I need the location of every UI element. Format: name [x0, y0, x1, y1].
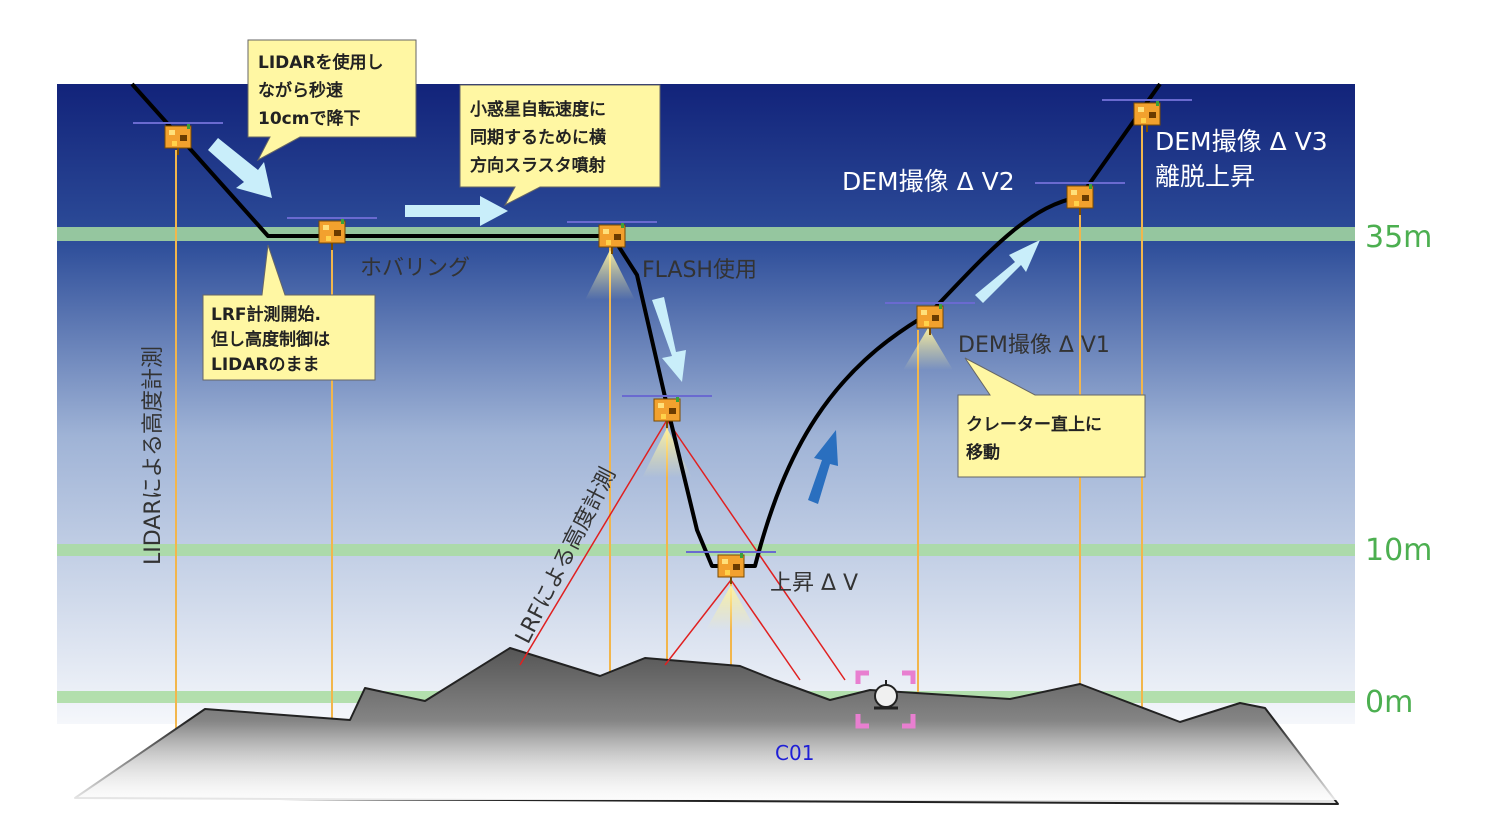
callout-line: 10cmで降下: [258, 108, 360, 129]
laser-line: [664, 579, 732, 666]
target-ball-icon: [874, 684, 898, 708]
motion-arrow-lrf: [652, 297, 686, 382]
motion-arrow-ascent: [808, 430, 838, 504]
laser-line: [666, 419, 846, 681]
laser-line: [519, 419, 668, 666]
motion-arrow-descent: [208, 138, 272, 198]
flash-beam: [585, 250, 635, 300]
label-hovering: ホバリング: [360, 256, 470, 281]
probe-trajectory: [130, 82, 1162, 568]
callout-move-over-crater: クレーター直上に 移動: [957, 357, 1146, 478]
callout-line: 移動: [966, 442, 1000, 463]
altitude-label-10m: 10m: [1365, 533, 1432, 568]
motion-arrow-dem: [975, 240, 1040, 303]
callout-line: LRF計測開始.: [211, 304, 321, 325]
label-lidar-measurement: LIDARによる高度計測: [141, 346, 166, 565]
altitude-label-35m: 35m: [1365, 220, 1432, 255]
label-ascent-dv: 上昇 Δ V: [770, 571, 858, 596]
flash-beam: [706, 585, 756, 630]
callout-line: LIDARを使用し: [258, 52, 384, 73]
target-label: C01: [775, 741, 814, 765]
flash-beam: [903, 328, 953, 370]
laser-line: [730, 579, 801, 681]
callout-line: ながら秒速: [258, 80, 343, 101]
label-dem-dv3: DEM撮像 Δ V3: [1155, 127, 1328, 156]
surface-fade: [57, 720, 1355, 800]
flash-beams: [585, 250, 953, 630]
callout-lrf-start: LRF計測開始. 但し高度制御は LIDARのまま: [202, 244, 376, 381]
label-flash: FLASH使用: [642, 258, 757, 283]
callout-lidar-descent: LIDARを使用し ながら秒速 10cmで降下: [247, 39, 417, 162]
label-dem-dv2: DEM撮像 Δ V2: [842, 167, 1015, 196]
label-dem-dv1: DEM撮像 Δ V1: [958, 333, 1110, 358]
altitude-label-0m: 0m: [1365, 685, 1413, 720]
motion-arrow-lateral: [405, 196, 508, 226]
altitude-band-35m: [57, 227, 1355, 241]
target-marker: [855, 670, 916, 729]
callout-line: LIDARのまま: [211, 355, 320, 375]
callout-line: 方向スラスタ噴射: [470, 155, 606, 176]
callout-line: 但し高度制御は: [211, 329, 330, 350]
laser-lines: [519, 419, 846, 681]
callout-line: クレーター直上に: [966, 414, 1102, 435]
callout-sync-rotation: 小惑星自転速度に 同期するために横 方向スラスタ噴射: [459, 84, 661, 207]
callout-line: 同期するために横: [470, 127, 606, 148]
motion-arrows: [208, 138, 1040, 504]
callout-line: 小惑星自転速度に: [470, 99, 606, 120]
label-departure: 離脱上昇: [1155, 162, 1255, 191]
